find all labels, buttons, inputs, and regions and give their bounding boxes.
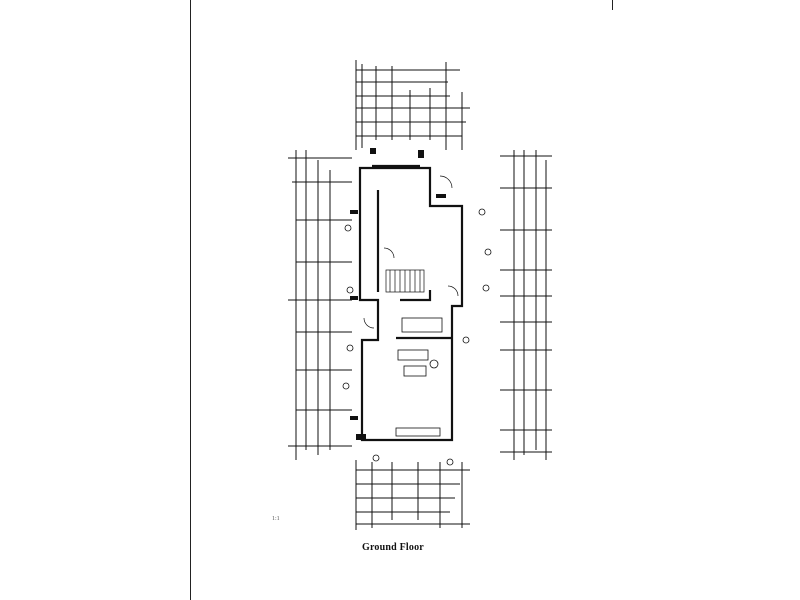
bottom-dimension-lines (355, 460, 470, 530)
sheet-border-right (612, 0, 613, 10)
building-walls (358, 164, 464, 442)
sheet-border-left (190, 0, 191, 600)
column-marker (370, 148, 376, 154)
window-marker (350, 296, 358, 300)
column-marker (356, 434, 366, 440)
right-dimension-lines (500, 150, 552, 460)
window-marker (350, 210, 358, 214)
column-marker (418, 150, 424, 158)
door-swings (363, 175, 459, 329)
drawing-title: Ground Floor (362, 542, 424, 553)
kitchen-fixtures (395, 317, 443, 437)
top-dimension-lines (355, 60, 470, 150)
window-marker (350, 416, 358, 420)
grid-markers (342, 208, 492, 466)
stray-mark: 1:1 (272, 516, 280, 522)
left-dimension-lines (288, 150, 352, 460)
staircase (385, 269, 425, 293)
window-marker (436, 194, 446, 198)
